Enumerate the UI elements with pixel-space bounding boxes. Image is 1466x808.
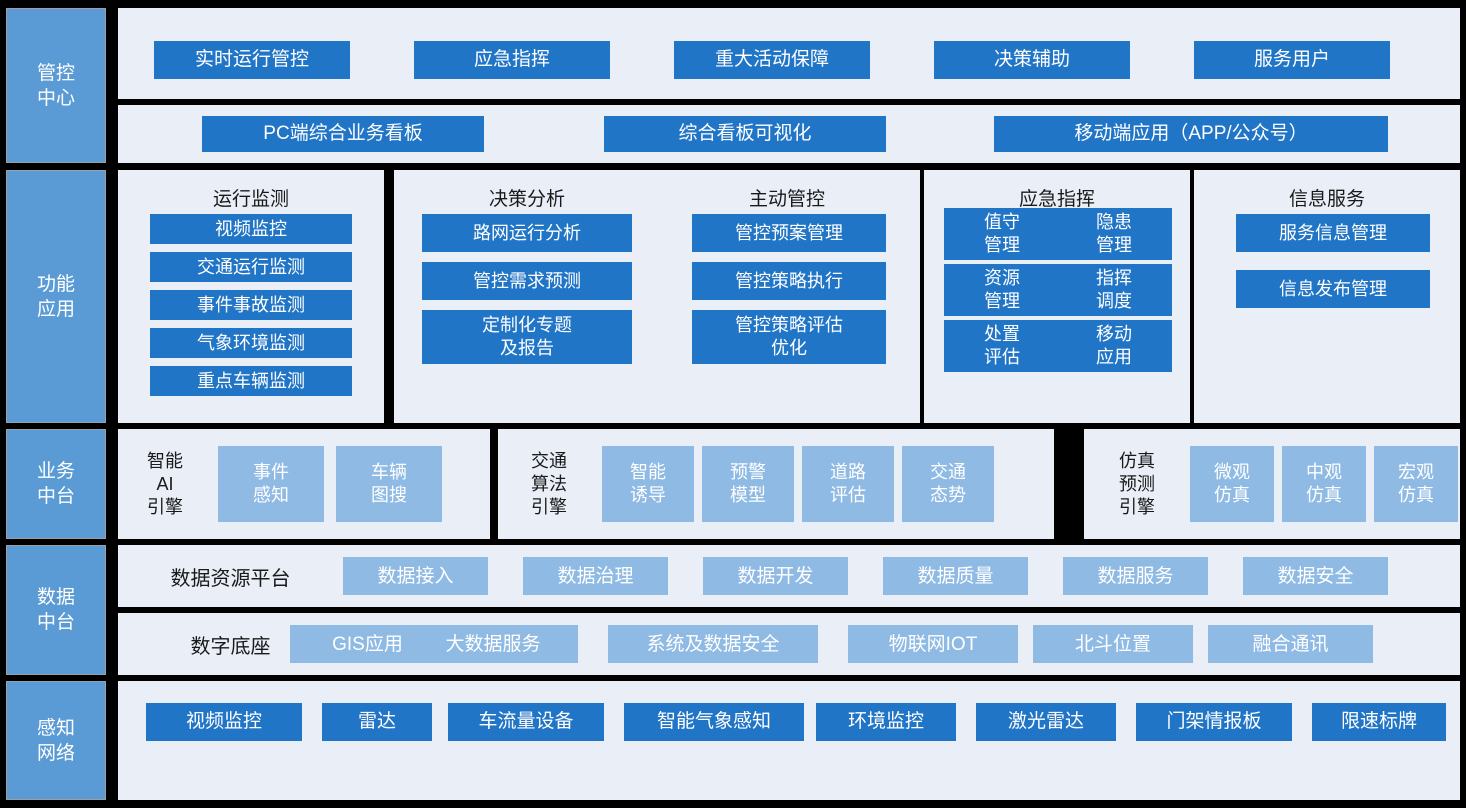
control-center-row-1: 实时运行管控 应急指挥 重大活动保障 决策辅助 服务用户: [118, 8, 1460, 99]
digital-base-capability[interactable]: 物联网IOT: [848, 625, 1018, 663]
function-group-title: 运行监测: [212, 189, 289, 210]
data-resource-capability[interactable]: 数据治理: [523, 557, 668, 595]
digital-base-capability[interactable]: 北斗位置: [1033, 625, 1193, 663]
function-item-button[interactable]: 视频监控: [150, 214, 352, 244]
function-item-button[interactable]: 指挥 调度: [1056, 264, 1172, 316]
control-center-primary-button[interactable]: 服务用户: [1194, 41, 1390, 79]
data-resource-platform-label: 数据资源平台: [170, 567, 291, 590]
business-engine-label: 仿真 预测 引擎: [1119, 450, 1155, 517]
function-group-title: 决策分析: [488, 189, 565, 210]
data-resource-capability[interactable]: 数据接入: [343, 557, 488, 595]
control-center-primary-button[interactable]: 决策辅助: [934, 41, 1130, 79]
sensing-network-row: 视频监控雷达车流量设备智能气象感知环境监控激光雷达门架情报板限速标牌: [118, 681, 1460, 800]
function-item-button[interactable]: 移动 应用: [1056, 320, 1172, 372]
function-item-button[interactable]: 资源 管理: [944, 264, 1060, 316]
control-center-primary-button[interactable]: 重大活动保障: [674, 41, 870, 79]
layer-label-business-middle-platform[interactable]: 业务 中台: [6, 429, 106, 539]
function-group-title: 应急指挥: [1018, 189, 1095, 210]
data-resource-capability[interactable]: 数据服务: [1063, 557, 1208, 595]
function-group-5: 信息服务服务信息管理信息发布管理: [1194, 170, 1460, 423]
function-item-button[interactable]: 事件事故监测: [150, 290, 352, 320]
business-engine-label: 智能 AI 引擎: [147, 450, 183, 517]
business-engine-capability[interactable]: 宏观 仿真: [1374, 446, 1458, 522]
function-group-2: 决策分析路网运行分析管控需求预测定制化专题 及报告: [394, 170, 660, 423]
data-resource-capability[interactable]: 数据质量: [883, 557, 1028, 595]
business-engine-capability[interactable]: 车辆 图搜: [336, 446, 442, 522]
control-center-primary-button[interactable]: 应急指挥: [414, 41, 610, 79]
function-item-button[interactable]: 值守 管理: [944, 208, 1060, 260]
data-resource-platform-row: 数据资源平台 数据接入数据治理数据开发数据质量数据服务数据安全: [118, 545, 1460, 607]
digital-base-capability[interactable]: 融合通讯: [1208, 625, 1373, 663]
data-resource-capability[interactable]: 数据安全: [1243, 557, 1388, 595]
digital-base-capability[interactable]: 大数据服务: [408, 625, 578, 663]
function-item-button[interactable]: 重点车辆监测: [150, 366, 352, 396]
digital-base-label: 数字底座: [190, 635, 271, 658]
control-center-channel-button[interactable]: 移动端应用（APP/公众号）: [994, 116, 1388, 152]
sensing-device-button[interactable]: 智能气象感知: [624, 703, 804, 741]
layer-label-control-center[interactable]: 管控 中心: [6, 8, 106, 163]
control-center-channel-button[interactable]: 综合看板可视化: [604, 116, 886, 152]
function-group-3: 主动管控管控预案管理管控策略执行管控策略评估 优化: [654, 170, 920, 423]
function-item-button[interactable]: 管控需求预测: [422, 262, 632, 300]
business-engine-capability[interactable]: 道路 评估: [802, 446, 894, 522]
sensing-device-button[interactable]: 视频监控: [146, 703, 302, 741]
function-item-button[interactable]: 服务信息管理: [1236, 214, 1430, 252]
control-center-channel-button[interactable]: PC端综合业务看板: [202, 116, 484, 152]
function-group-title: 信息服务: [1288, 189, 1365, 210]
layer-label-data-middle-platform[interactable]: 数据 中台: [6, 545, 106, 675]
sensing-device-button[interactable]: 环境监控: [816, 703, 956, 741]
function-item-button[interactable]: 交通运行监测: [150, 252, 352, 282]
business-engine-group-3: 仿真 预测 引擎微观 仿真中观 仿真宏观 仿真: [1084, 429, 1460, 539]
business-engine-capability[interactable]: 微观 仿真: [1190, 446, 1274, 522]
function-item-button[interactable]: 管控策略执行: [692, 262, 886, 300]
layer-label-text: 数据 中台: [36, 587, 75, 633]
sensing-device-button[interactable]: 限速标牌: [1312, 703, 1446, 741]
layer-label-text: 业务 中台: [36, 461, 75, 507]
business-engine-group-2: 交通 算法 引擎智能 诱导预警 模型道路 评估交通 态势: [498, 429, 1054, 539]
business-engine-capability[interactable]: 中观 仿真: [1282, 446, 1366, 522]
function-application-row: 运行监测视频监控交通运行监测事件事故监测气象环境监测重点车辆监测决策分析路网运行…: [118, 170, 1460, 423]
business-engine-label: 交通 算法 引擎: [531, 450, 567, 517]
layer-label-text: 功能 应用: [36, 273, 75, 320]
business-engine-capability[interactable]: 交通 态势: [902, 446, 994, 522]
layer-label-text: 管控 中心: [36, 62, 75, 109]
control-center-row-2: PC端综合业务看板 综合看板可视化 移动端应用（APP/公众号）: [118, 105, 1460, 163]
business-engine-capability[interactable]: 智能 诱导: [602, 446, 694, 522]
function-item-button[interactable]: 处置 评估: [944, 320, 1060, 372]
layer-label-text: 感知 网络: [36, 717, 75, 764]
business-engine-group-1: 智能 AI 引擎事件 感知车辆 图搜: [118, 429, 490, 539]
function-item-button[interactable]: 气象环境监测: [150, 328, 352, 358]
data-resource-capability[interactable]: 数据开发: [703, 557, 848, 595]
function-item-button[interactable]: 管控策略评估 优化: [692, 310, 886, 364]
business-engine-capability[interactable]: 预警 模型: [702, 446, 794, 522]
layer-label-sensing-network[interactable]: 感知 网络: [6, 681, 106, 800]
layer-label-function-application[interactable]: 功能 应用: [6, 170, 106, 423]
function-item-button[interactable]: 管控预案管理: [692, 214, 886, 252]
function-item-button[interactable]: 定制化专题 及报告: [422, 310, 632, 364]
sensing-device-button[interactable]: 门架情报板: [1136, 703, 1292, 741]
function-group-4: 应急指挥值守 管理隐患 管理资源 管理指挥 调度处置 评估移动 应用: [924, 170, 1190, 423]
sensing-device-button[interactable]: 激光雷达: [976, 703, 1116, 741]
business-engine-capability[interactable]: 事件 感知: [218, 446, 324, 522]
function-item-button[interactable]: 信息发布管理: [1236, 270, 1430, 308]
sensing-device-button[interactable]: 雷达: [322, 703, 432, 741]
function-item-button[interactable]: 路网运行分析: [422, 214, 632, 252]
business-middle-platform-row: 智能 AI 引擎事件 感知车辆 图搜交通 算法 引擎智能 诱导预警 模型道路 评…: [118, 429, 1460, 539]
function-group-1: 运行监测视频监控交通运行监测事件事故监测气象环境监测重点车辆监测: [118, 170, 384, 423]
function-item-button[interactable]: 隐患 管理: [1056, 208, 1172, 260]
sensing-device-button[interactable]: 车流量设备: [448, 703, 604, 741]
digital-base-capability[interactable]: 系统及数据安全: [608, 625, 818, 663]
control-center-primary-button[interactable]: 实时运行管控: [154, 41, 350, 79]
function-group-title: 主动管控: [748, 189, 825, 210]
